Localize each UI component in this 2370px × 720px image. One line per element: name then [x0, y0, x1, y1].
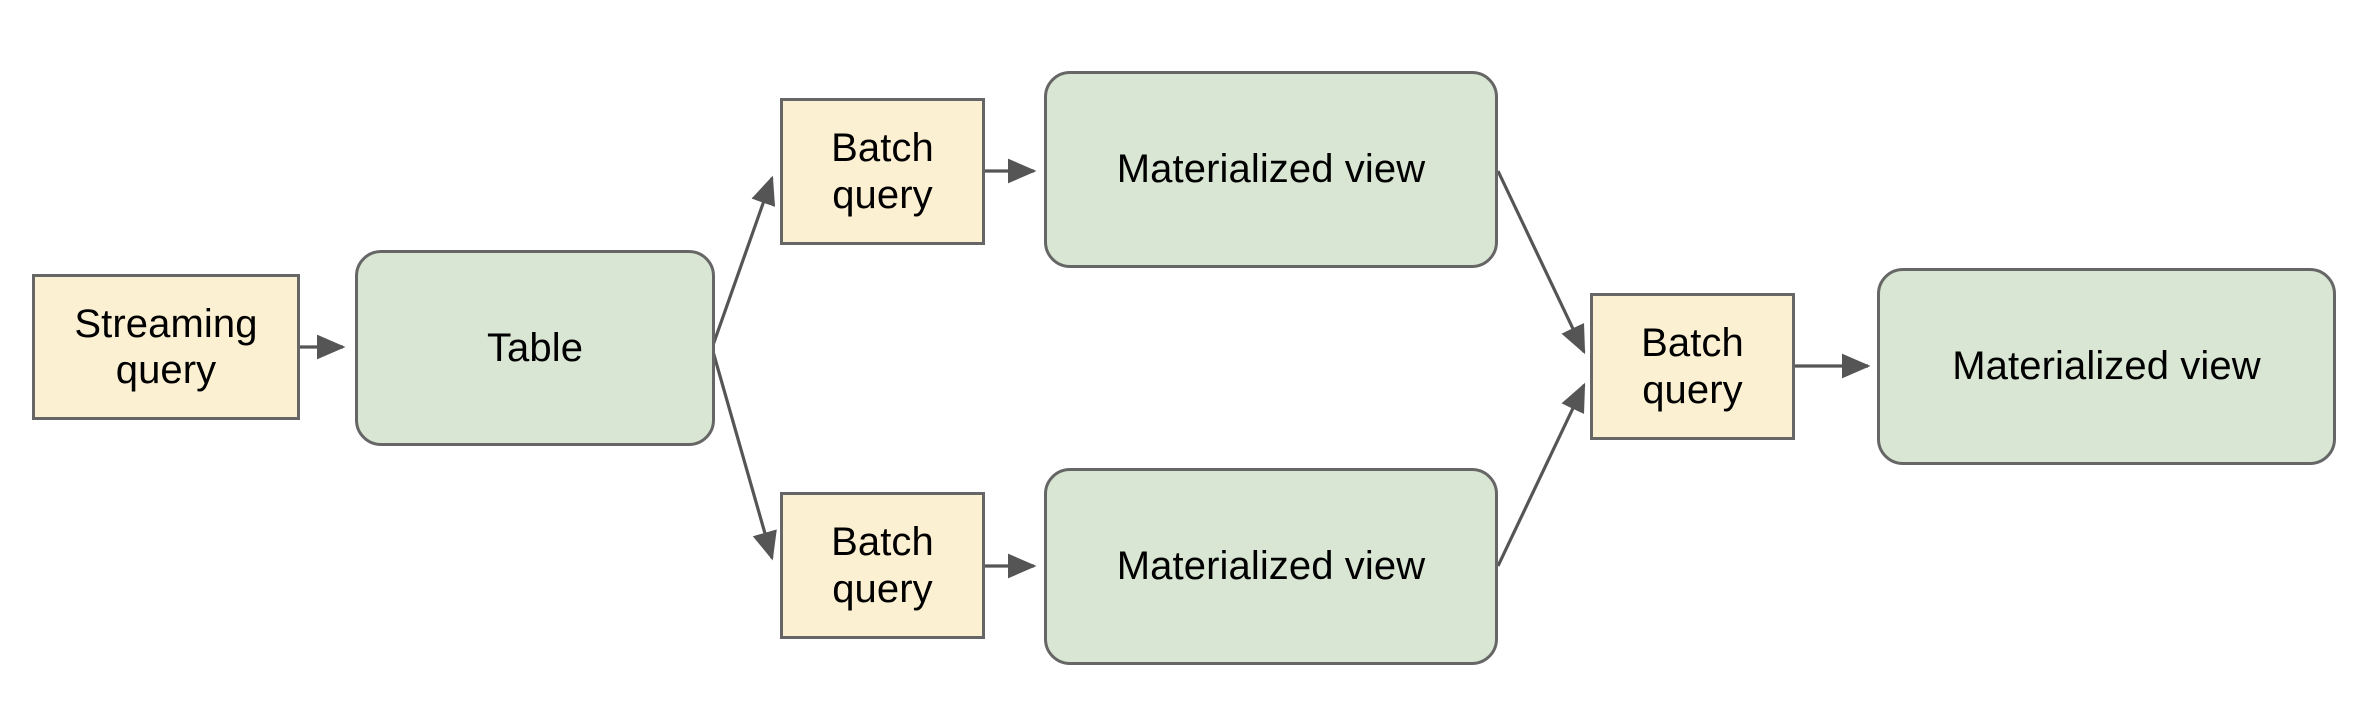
- node-materialized-view-top-label: Materialized view: [1116, 147, 1426, 192]
- node-materialized-view-final[interactable]: Materialized view: [1877, 268, 2336, 465]
- node-streaming-query[interactable]: Streaming query: [32, 274, 300, 420]
- node-materialized-view-bottom-label: Materialized view: [1116, 544, 1426, 589]
- node-materialized-view-final-label: Materialized view: [1952, 344, 2261, 389]
- node-batch-query-join[interactable]: Batch query: [1590, 293, 1795, 440]
- node-materialized-view-bottom[interactable]: Materialized view: [1044, 468, 1498, 665]
- node-batch-query-bottom-label: Batch query: [831, 520, 934, 611]
- edge-mv-bottom-to-batch-join: [1496, 382, 1586, 567]
- node-materialized-view-top[interactable]: Materialized view: [1044, 71, 1498, 268]
- edge-table-to-batch-top: [710, 175, 776, 349]
- edge-mv-top-to-batch-join: [1496, 170, 1586, 355]
- node-batch-query-top[interactable]: Batch query: [780, 98, 985, 245]
- node-batch-query-bottom[interactable]: Batch query: [780, 492, 985, 639]
- node-table[interactable]: Table: [355, 250, 715, 446]
- node-streaming-query-label: Streaming query: [74, 301, 258, 392]
- node-table-label: Table: [486, 325, 584, 370]
- node-batch-query-join-label: Batch query: [1641, 321, 1744, 412]
- edge-table-to-batch-bottom: [710, 347, 777, 561]
- node-batch-query-top-label: Batch query: [831, 126, 934, 217]
